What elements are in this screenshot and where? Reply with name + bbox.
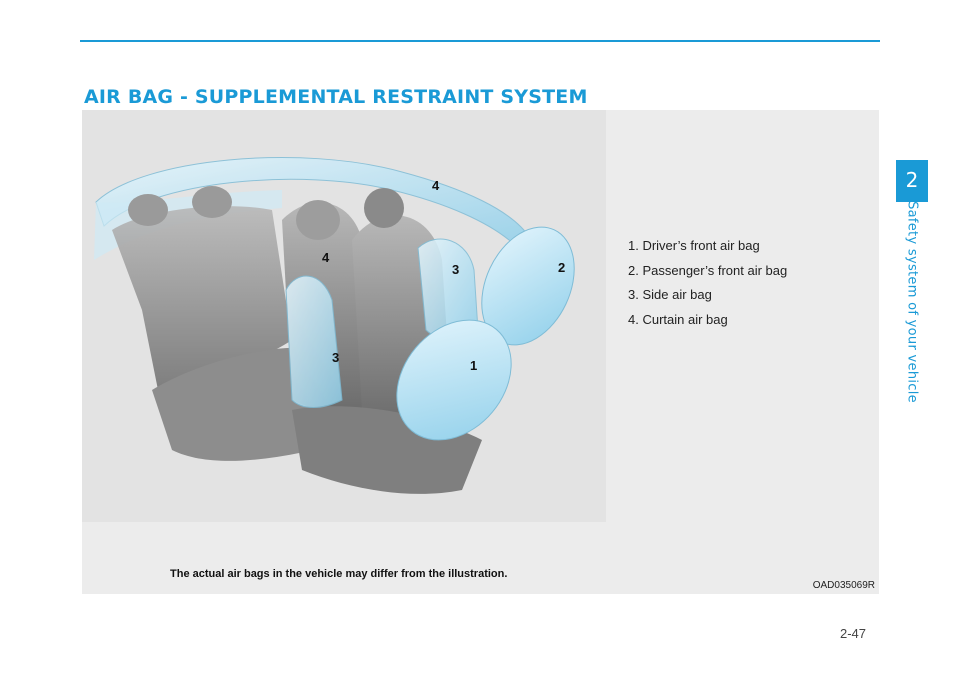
legend-item: 1. Driver’s front air bag (628, 238, 760, 253)
page-number: 2-47 (840, 626, 867, 641)
figure-code: OAD035069R (812, 580, 875, 591)
label-3-right: 3 (452, 262, 459, 277)
airbag-legend: 1. Driver’s front air bag 2. Passenger’s… (628, 234, 787, 332)
top-rule (80, 40, 880, 42)
legend-item: 2. Passenger’s front air bag (628, 262, 788, 278)
label-3-left: 3 (332, 350, 339, 365)
legend-item: 4. Curtain air bag (628, 311, 728, 327)
figure-caption: The actual air bags in the vehicle may d… (170, 568, 508, 580)
front-headrest-left (296, 200, 340, 240)
chapter-number-tab: 2 (896, 160, 928, 200)
side-airbag-left (285, 275, 343, 408)
label-4-left: 4 (322, 250, 330, 265)
legend-item: 3. Side air bag (628, 287, 712, 302)
section-title: AIR BAG - SUPPLEMENTAL RESTRAINT SYSTEM (84, 86, 588, 108)
front-headrest-right (364, 188, 404, 228)
chapter-title: Safety system of your vehicle (904, 201, 920, 403)
driver-front-airbag (396, 319, 512, 441)
label-4-top: 4 (432, 178, 440, 193)
airbag-illustration: 4 4 3 2 3 1 (82, 110, 606, 522)
rear-headrest-right (192, 186, 232, 218)
airbag-illustration-svg: 4 4 3 2 3 1 (94, 157, 575, 494)
chapter-tab-rule (896, 200, 928, 202)
rear-headrest-left (128, 194, 168, 226)
airbag-figure: 4 4 3 2 3 1 1. Driver’s front air bag 2.… (82, 110, 879, 594)
label-2: 2 (558, 260, 565, 275)
label-1: 1 (470, 358, 477, 373)
